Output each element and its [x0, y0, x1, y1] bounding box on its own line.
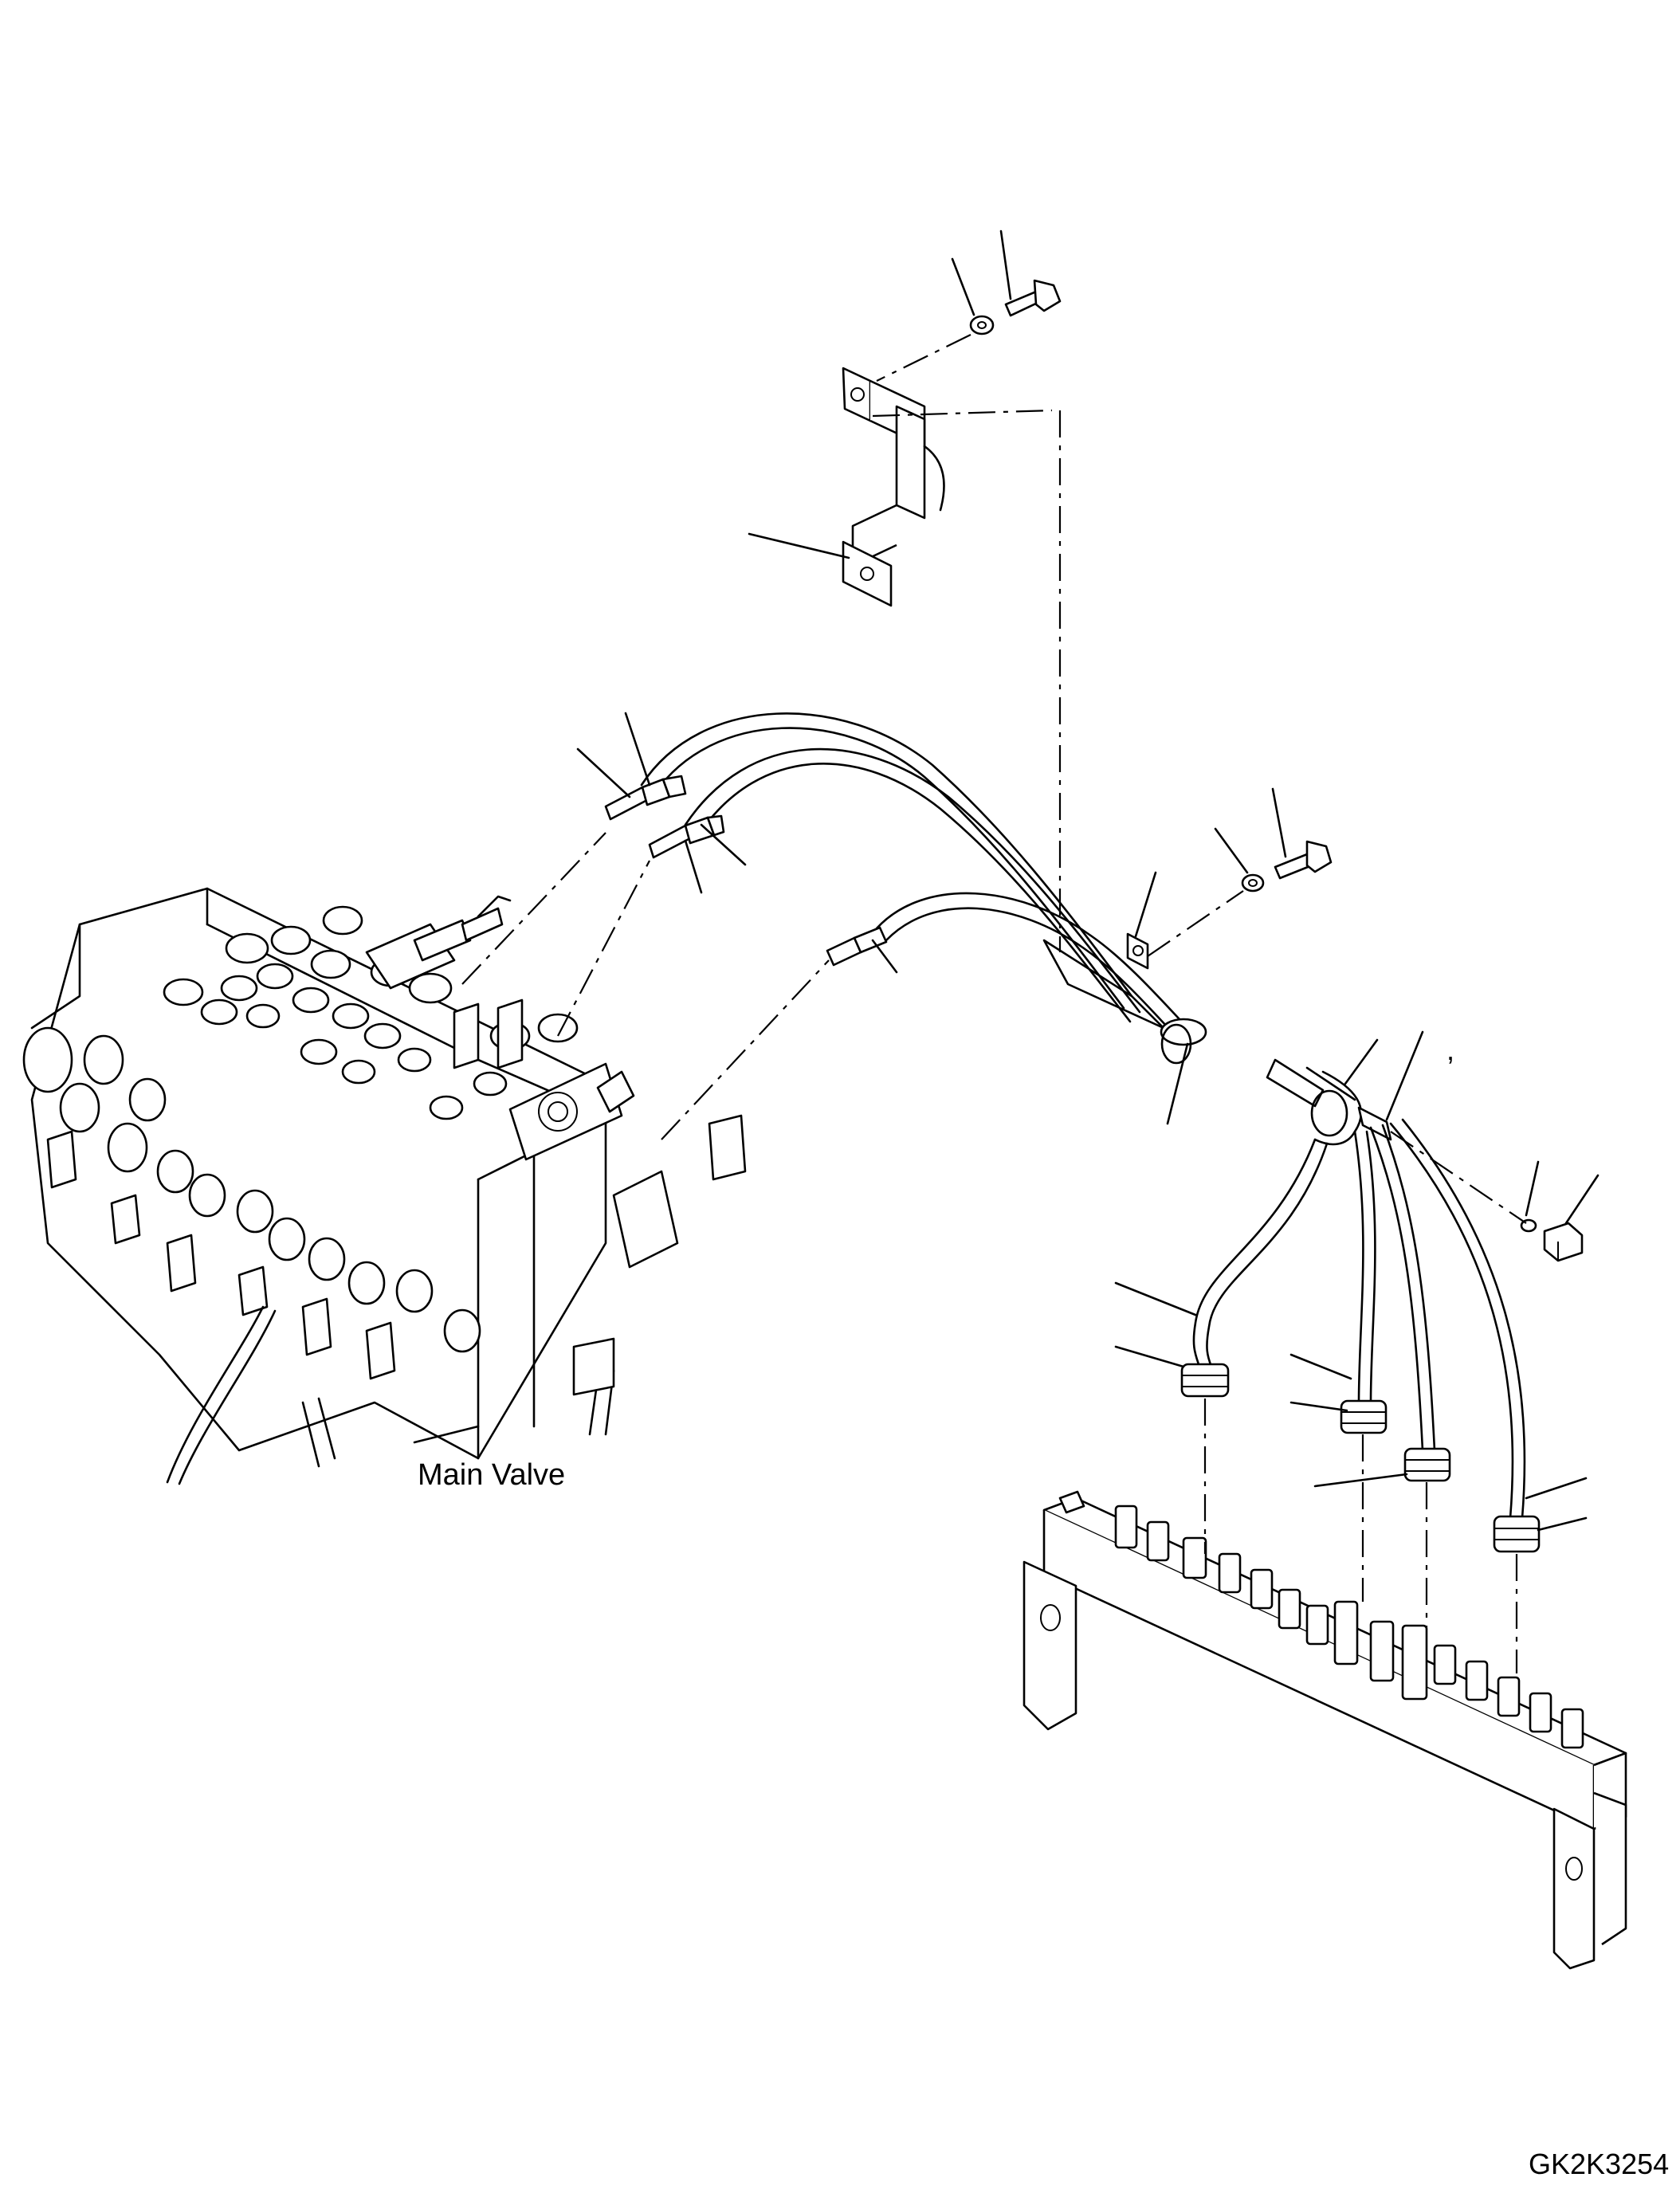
hose-end-3: [1403, 1447, 1451, 1482]
main-valve: [22, 887, 747, 1485]
right-bolt: [1274, 840, 1333, 880]
hose-end-2: [1340, 1399, 1388, 1434]
hose-end-1: [1180, 1363, 1230, 1398]
drawing-code: GK2K3254: [1529, 2148, 1669, 2180]
top-bolt: [1004, 279, 1062, 317]
plug-bolt: [1543, 1222, 1584, 1262]
hose-fitting-upper: [604, 775, 687, 821]
main-valve-label: Main Valve: [418, 1458, 565, 1492]
mounting-bracket: [842, 367, 945, 607]
valve-spools-top: [163, 895, 635, 1120]
hose-bundle: [640, 712, 1392, 1146]
distribution-manifold: [1023, 1490, 1627, 1970]
manifold-hoses: [1192, 1118, 1526, 1520]
callout-leader-lines: [576, 230, 1600, 1532]
stray-mark: ,: [1446, 1034, 1454, 1066]
right-washer: [1241, 873, 1265, 893]
hose-end-4: [1493, 1515, 1541, 1553]
hose-fitting-middle: [648, 814, 725, 859]
hose-fitting-lower: [826, 926, 888, 967]
top-washer: [969, 315, 995, 335]
assembly-center-lines: [461, 334, 1527, 1673]
manifold-ports: [1114, 1505, 1584, 1749]
valve-solenoids-left: [22, 1026, 481, 1380]
